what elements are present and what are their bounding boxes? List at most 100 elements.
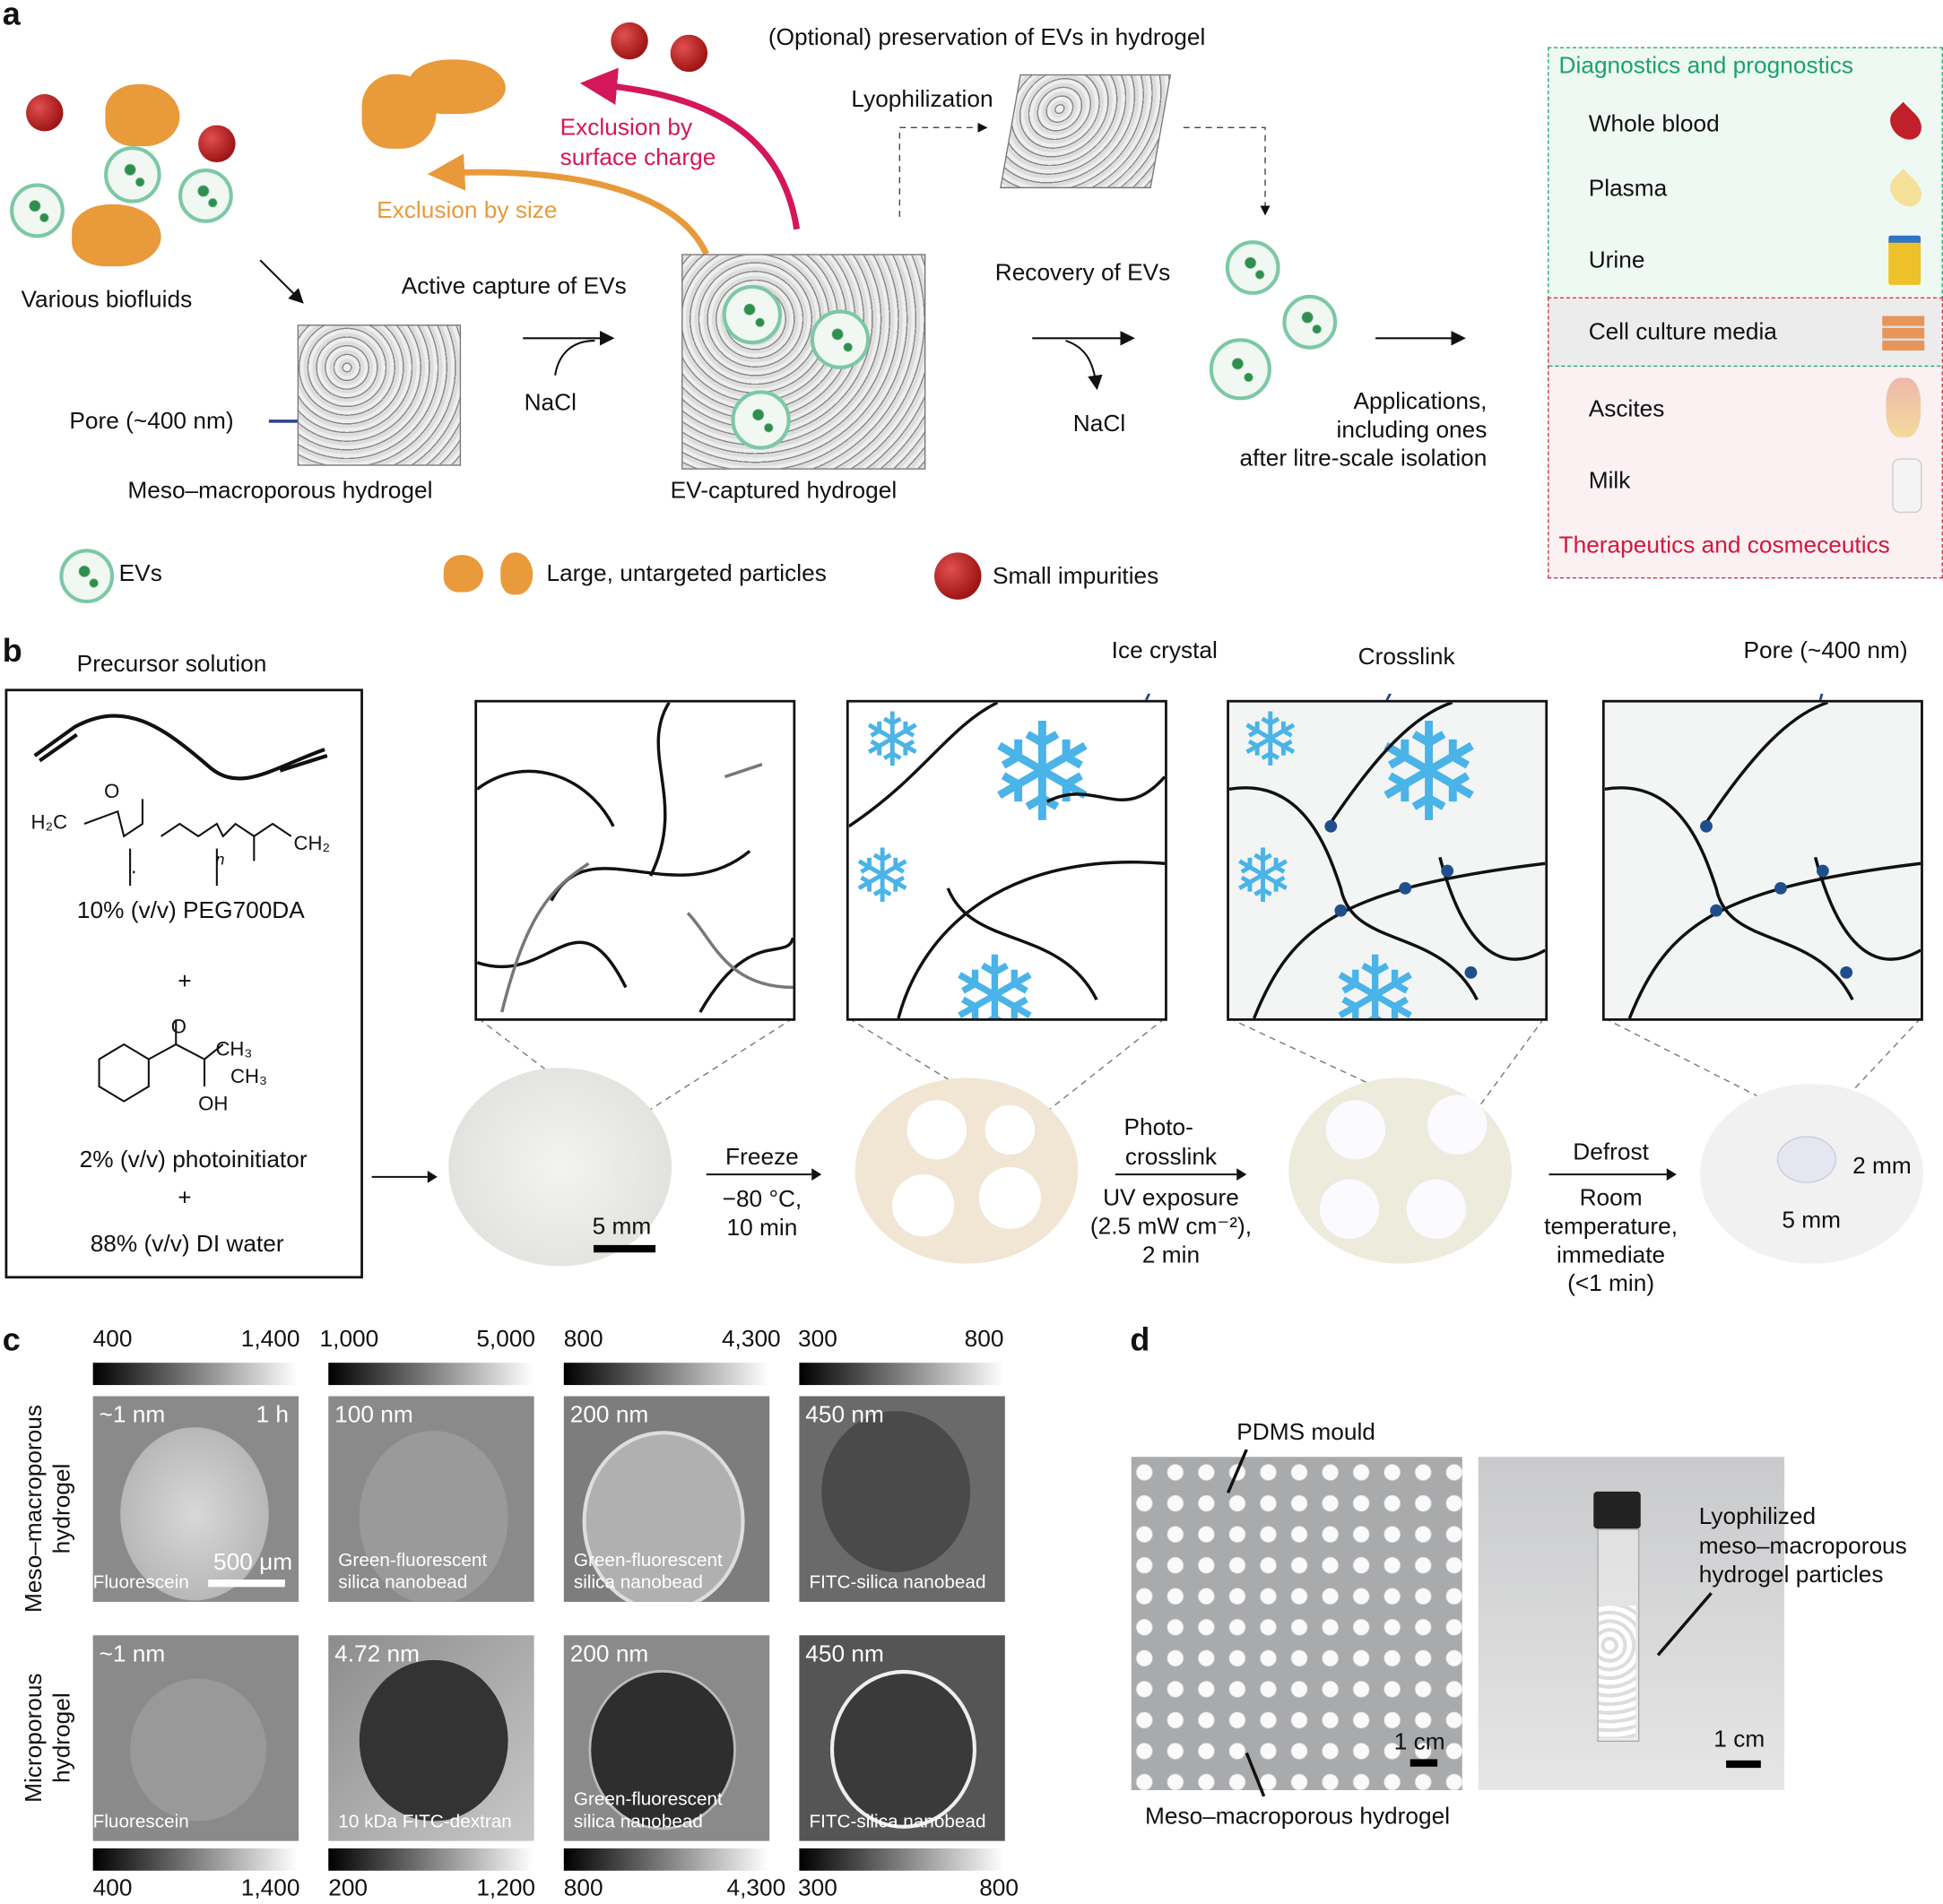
ev-icon: [1225, 240, 1280, 295]
frozen-photo: [854, 1077, 1079, 1264]
probe-label: Fluorescein: [92, 1571, 189, 1594]
gel-disk: [821, 1411, 971, 1572]
meso-hydrogel-label-d: Meso–macroporous hydrogel: [1144, 1804, 1451, 1830]
ev-captured-hydrogel-cube: [681, 254, 926, 470]
impurity-icon: [611, 22, 648, 60]
micrograph: 200 nm Green-fluorescent silica nanobead: [563, 1396, 770, 1602]
crosslink-label: Crosslink: [1357, 644, 1455, 671]
frozen-network-box: ❄ ❄ ❄ ❄: [846, 699, 1167, 1021]
recovery-label: Recovery of EVs: [994, 260, 1171, 287]
impurity-icon: [26, 94, 64, 132]
legend-ev-icon: [59, 549, 115, 604]
micrograph: 450 nm FITC-silica nanobead: [799, 1635, 1005, 1841]
panel-label-b: b: [2, 631, 22, 670]
particle-size: ~1 nm: [99, 1641, 166, 1668]
probe-label: Green-fluorescent: [573, 1549, 723, 1571]
scale-min: 300: [798, 1327, 837, 1354]
micrograph: ~1 nm Fluorescein: [92, 1635, 299, 1841]
probe-label: Fluorescein: [92, 1811, 189, 1832]
active-capture-label: Active capture of EVs: [401, 273, 627, 300]
scale-min: 400: [92, 1875, 133, 1902]
panel-d-pointers: [1226, 1449, 1438, 1797]
porous-network-box: [1601, 699, 1923, 1021]
exclusion-charge-line1: Exclusion by: [559, 115, 693, 142]
applications-line2: including ones: [1336, 417, 1488, 444]
applications-line3: after litre-scale isolation: [1239, 446, 1488, 472]
source-urine: Urine: [1588, 247, 1645, 274]
hydrogel-disk: [985, 1104, 1035, 1155]
hydrogel-disk: [892, 1174, 955, 1237]
micrograph: 100 nm Green-fluorescent silica nanobead: [328, 1396, 534, 1602]
photocrosslink-title-1: Photo-: [1123, 1114, 1193, 1141]
meso-hydrogel-cube: [297, 325, 462, 466]
ice-crystal-icon: ❄: [948, 936, 1042, 1021]
panel-label-a: a: [2, 0, 21, 32]
probe-label: Green-fluorescent: [573, 1788, 723, 1811]
particle-size: 200 nm: [569, 1641, 649, 1668]
micrograph: 450 nm FITC-silica nanobead: [799, 1396, 1005, 1602]
ascites-icon: [1886, 377, 1921, 437]
freeze-detail-2: 10 min: [726, 1215, 798, 1242]
ev-icon: [810, 309, 871, 369]
scale-5mm: 5 mm: [592, 1214, 652, 1241]
panel-label-c: c: [2, 1320, 21, 1358]
ev-icon: [104, 146, 161, 203]
scale-max: 1,200: [476, 1875, 536, 1902]
hydrogel-disk: [1325, 1100, 1386, 1160]
source-milk: Milk: [1588, 468, 1631, 495]
scale-label: 500 μm: [213, 1549, 293, 1576]
final-hydrogel-photo: [1700, 1084, 1923, 1264]
impurity-icon: [670, 34, 708, 73]
chem-ch2: CH₂: [293, 834, 331, 855]
preservation-label: (Optional) preservation of EVs in hydrog…: [768, 24, 1206, 51]
various-biofluids-label: Various biofluids: [21, 287, 193, 314]
ice-crystal-icon: ❄: [985, 699, 1100, 851]
row-label-line: hydrogel: [49, 1692, 76, 1784]
colorbar: [563, 1363, 768, 1386]
defrost-detail-3: immediate: [1557, 1242, 1666, 1269]
exclusion-size-arrow: [427, 153, 709, 255]
pore-label: Pore (~400 nm): [69, 409, 234, 436]
source-cell-culture: Cell culture media: [1588, 319, 1777, 346]
photocrosslink-detail-1: UV exposure: [1103, 1185, 1239, 1212]
ice-crystal-icon: ❄: [851, 835, 914, 919]
legend-impurity-icon: [934, 552, 982, 600]
chem-o2: O: [170, 1017, 186, 1039]
hydrogel-disk: [906, 1100, 967, 1160]
scale-1cm-2: 1 cm: [1713, 1727, 1765, 1753]
ev-icon: [178, 168, 233, 223]
ev-icon: [731, 390, 791, 450]
colorbar: [563, 1848, 768, 1871]
gel-disk: [359, 1659, 508, 1822]
chem-ch3b: CH₃: [230, 1066, 267, 1088]
ev-icon: [1282, 294, 1338, 350]
crosslinked-photo: [1288, 1077, 1513, 1264]
row-label-line: hydrogel: [49, 1463, 76, 1554]
colorbar: [328, 1848, 533, 1871]
probe-label: FITC-silica nanobead: [809, 1571, 986, 1594]
legend-large: Large, untargeted particles: [546, 561, 827, 588]
particle-size: 450 nm: [805, 1641, 884, 1668]
dim-5mm: 5 mm: [1782, 1207, 1841, 1234]
photocrosslink-title-2: crosslink: [1124, 1144, 1218, 1171]
lyo-label-2: meso–macroporous: [1698, 1533, 1907, 1560]
applications-line1: Applications,: [1353, 388, 1488, 415]
ice-crystal-icon: ❄: [1239, 699, 1302, 783]
scale-bar: [208, 1579, 285, 1588]
milk-bottle-icon: [1892, 458, 1922, 514]
lyophilization-label: Lyophilization: [851, 86, 993, 113]
defrost-title: Defrost: [1573, 1139, 1649, 1166]
lyophilized-hydrogel: [1000, 74, 1172, 189]
vial-cap: [1593, 1491, 1641, 1529]
panel-label-d: d: [1130, 1320, 1150, 1358]
dim-2mm: 2 mm: [1852, 1153, 1912, 1180]
meso-hydrogel-label: Meso–macroporous hydrogel: [127, 478, 433, 505]
chem-n: n: [215, 850, 225, 869]
colorbar: [799, 1363, 1004, 1386]
scale-max: 800: [964, 1327, 1004, 1354]
colorbar: [92, 1848, 298, 1871]
ev-icon: [1209, 338, 1271, 401]
